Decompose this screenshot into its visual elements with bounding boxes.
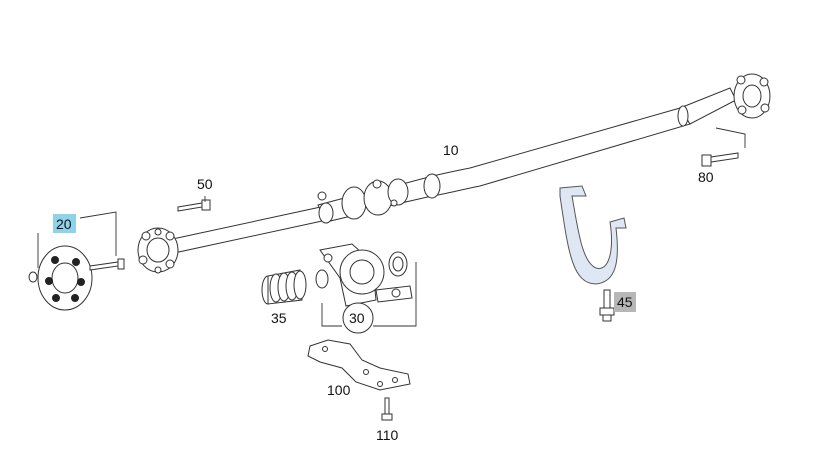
bracket-bolt-part [381,397,393,421]
center-bearing-bracket-lines [321,262,417,327]
clamp-shape [559,185,627,285]
label-bolt-clamp: 45 [617,294,633,310]
clamp-bolt-highlight [614,292,636,312]
bearing-label-circle [342,302,374,334]
label-bearing: 30 [349,310,365,326]
bolt-rear-part [177,196,211,212]
strap-clamp-part [559,185,627,322]
bolt-front-part [701,127,746,167]
label-flex-disc: 20 [56,216,72,232]
bracket-part [307,339,411,391]
label-boot: 35 [271,310,287,326]
label-bolt-rear: 50 [197,176,213,192]
flex-disc-bracket-lines [37,211,117,268]
boot-part [261,269,329,305]
label-shaft: 10 [443,142,459,158]
label-bracket-bolt: 110 [376,427,399,443]
flex-disc-highlight [53,214,76,233]
propeller-shaft [167,87,737,254]
front-flex-joint [733,73,771,119]
label-bracket: 100 [327,382,351,398]
center-joint [317,178,409,224]
center-bearing-part [319,243,413,307]
label-bolt-front: 80 [698,169,714,185]
rear-flex-joint [137,227,179,274]
flex-disc-part [28,245,125,311]
